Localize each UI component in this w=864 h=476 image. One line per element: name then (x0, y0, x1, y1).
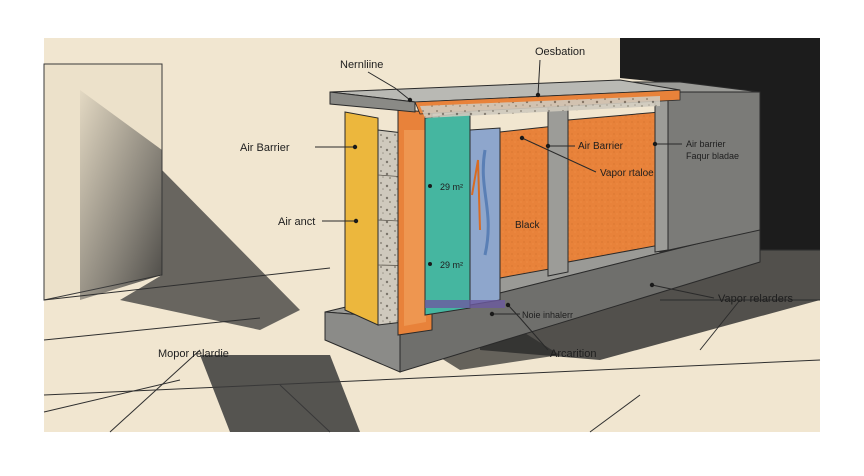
label-noie-inhalerr: Noie inhalerr (522, 310, 573, 320)
orange-membrane-cut (404, 130, 426, 326)
label-air-barrier-center: Air Barrier (578, 141, 624, 152)
label-faqur-bladae: Faqur bladae (686, 151, 739, 161)
label-mopor-relardie: Mopor relardie (158, 348, 229, 360)
dot-air-barrier-right (653, 142, 657, 146)
concrete-wall-right (660, 92, 760, 252)
dot-nernline (408, 98, 412, 102)
label-air-anct: Air anct (278, 216, 315, 228)
orange-board-right (568, 112, 660, 262)
label-29m-a: 29 m² (440, 182, 463, 192)
label-nernline: Nernliine (340, 59, 383, 71)
stud-post-left (548, 102, 568, 276)
orange-board-main (500, 126, 555, 278)
stud-post-right (655, 95, 668, 252)
dot-air-anct (354, 219, 358, 223)
dot-noie-inhalerr (490, 312, 494, 316)
dot-air-barrier-left (353, 145, 357, 149)
dot-vapor-rtaloe (520, 136, 524, 140)
dot-vapor-relarders (650, 283, 654, 287)
dot-29m-b (428, 262, 432, 266)
dot-air-barrier-center (546, 144, 550, 148)
yellow-insulation-face (345, 112, 378, 325)
dot-29m-a (428, 184, 432, 188)
dot-oesbation (536, 93, 540, 97)
label-air-barrier-left: Air Barrier (240, 142, 290, 154)
label-oesbation: Oesbation (535, 46, 585, 58)
base-plate (425, 300, 505, 308)
label-29m-b: 29 m² (440, 260, 463, 270)
label-arcarition: Arcarition (550, 348, 596, 360)
teal-board (425, 112, 470, 315)
dot-arcarition (506, 303, 510, 307)
label-air-barrier-right: Air barrier (686, 139, 726, 149)
label-vapor-relarders: Vapor relarders (718, 293, 793, 305)
label-black: Black (515, 220, 540, 231)
label-vapor-rtaloe: Vapor rtaloe (600, 168, 654, 179)
